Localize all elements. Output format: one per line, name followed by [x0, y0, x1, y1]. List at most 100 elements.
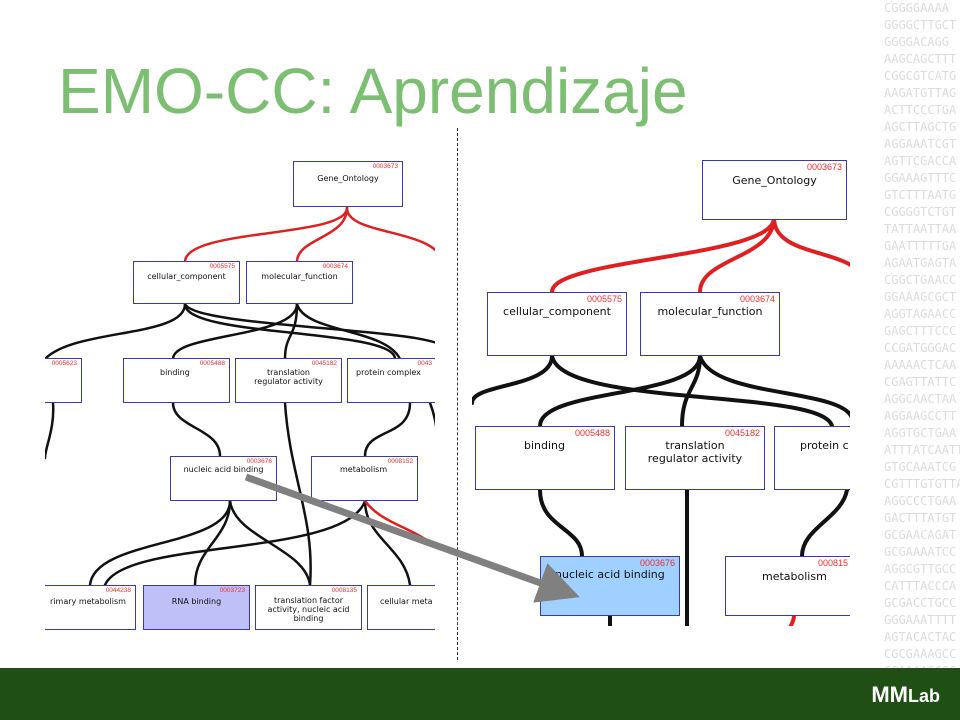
logo-mm: MM [871, 682, 908, 707]
panel-divider [457, 128, 458, 660]
node-id: 0003723 [219, 587, 245, 594]
node-id: 0005575 [586, 294, 622, 304]
dna-line: AGAATGAGTA [884, 256, 957, 270]
right-node-binding: 0005488 binding [475, 426, 615, 490]
dna-line: CGTTTGTGTTA [884, 477, 960, 491]
edge-protein-metabolism [363, 401, 412, 458]
node-id: 0045182 [311, 360, 337, 367]
slide-title: EMO-CC: Aprendizaje [58, 55, 688, 127]
node-label: molecular_function [657, 305, 763, 318]
right-graph-edges [472, 216, 850, 626]
node-label: metabolism [762, 570, 827, 583]
node-id: 0005488 [199, 360, 225, 367]
dna-line: AGTACACTAC [884, 630, 957, 644]
edge-metabolism-red-offscreen [363, 499, 435, 549]
node-label: molecular_function [261, 272, 338, 281]
edge-molecular-translation [680, 354, 702, 428]
node-label: translation regulator activity [647, 439, 743, 465]
node-id: 0003676 [639, 558, 675, 568]
left-node-molecular-function: 0003674 molecular_function [246, 261, 353, 304]
edge-molecular-translation [283, 302, 299, 361]
node-label: binding [524, 439, 566, 452]
left-node-translation-factor: 0008135 translation factor activity, nuc… [255, 585, 362, 630]
edge-binding-nucleic [538, 488, 584, 558]
edge-nucleic-primary [88, 499, 232, 587]
dna-line: AGGTGCTGAA [884, 426, 957, 440]
edge-cellular-offscreen [183, 302, 435, 344]
dna-line: TATTAATTAA [884, 222, 957, 236]
right-node-cellular-component: 0005575 cellular_component [487, 292, 627, 356]
dna-line: CGGGGAAAA [884, 1, 950, 15]
node-id: 0003674 [322, 263, 348, 270]
dna-line: GGGGACAGG [884, 35, 950, 49]
left-ontology-graph: 0003673 Gene_Ontology 0005575 cellular_c… [45, 158, 435, 630]
dna-line: GCGAAAATCC [884, 545, 957, 559]
dna-line: CCGATGGGAC [884, 341, 957, 355]
dna-line: AAGATGTTAG [884, 86, 957, 100]
node-label: nucleic acid binding [555, 568, 665, 581]
right-node-metabolism: 000815 metabolism [725, 556, 850, 616]
right-node-molecular-function: 0003674 molecular_function [640, 292, 780, 356]
node-id: 0005488 [574, 428, 610, 438]
dna-line: AGGCGTTGCC [884, 562, 957, 576]
dna-line: GACTTTATGT [884, 511, 957, 525]
node-id: 0003673 [372, 163, 398, 170]
dna-line: GCGAACAGAT [884, 528, 957, 542]
dna-line: AGGAAATCGT [884, 137, 957, 151]
edge-root-cellular [550, 216, 776, 294]
dna-line: AGGTAGAACC [884, 307, 957, 321]
node-label: protein c [800, 439, 849, 452]
dna-line: CATTTACCCA [884, 579, 957, 593]
dna-sequence-background: CGGGGAAAA GGGGCTTGCT GGGGACAGG AAGCAGCTTT CG… [880, 0, 960, 670]
node-id: 0003673 [806, 162, 842, 172]
edge-metabolism-cellular-meta [363, 499, 412, 587]
edge-cellular-protein [183, 302, 397, 361]
dna-line: GCGACCTGCC [884, 596, 957, 610]
edge-metabolism-primary [103, 499, 367, 587]
dna-line: ACTTCCCTGA [884, 103, 957, 117]
dna-line: CGGCTGAACC [884, 273, 957, 287]
edge-protein-down [428, 401, 435, 428]
dna-line: AAAAACTCAA [884, 358, 957, 372]
node-label: Gene_Ontology [317, 174, 379, 183]
node-label: protein complex [356, 368, 421, 377]
left-graph-edges [45, 206, 435, 630]
dna-line: GGAAAGCGCT [884, 290, 957, 304]
right-node-protein-complex: protein c [774, 426, 850, 490]
dna-line: AAGCAGCTTT [884, 52, 957, 66]
node-label: RNA binding [171, 597, 222, 606]
dna-line: GTCTTTAATG [884, 188, 957, 202]
node-id: 0043 [417, 360, 432, 367]
logo-lab: Lab [907, 686, 940, 706]
dna-line: GGAAAGTTTC [884, 171, 957, 185]
dna-line: CGCGAAAGCC [884, 647, 957, 661]
edge-root-offscreen [345, 206, 435, 252]
left-node-metabolism: 0008152 metabolism [311, 456, 418, 501]
node-id: 0008152 [387, 458, 413, 465]
dna-line: GGAAAAGCGC [880, 663, 960, 670]
edge-molecular-binding [538, 354, 702, 428]
dna-line: GTGCAAATCG [884, 460, 957, 474]
node-label: cellular_component [147, 272, 226, 281]
dna-line: ATTTATCAATT [884, 443, 960, 457]
dna-line: GAGCTTTCCC [884, 324, 957, 338]
node-id: 0003676 [246, 458, 272, 465]
edge-molecular-protein [698, 354, 850, 419]
dna-line: GGGGCTTGCT [884, 18, 957, 32]
node-label: cellular_component [503, 305, 611, 318]
edge-unnamed-down [45, 401, 55, 460]
dna-line: AGGAAGCCTT [884, 409, 957, 423]
edge-root-offscreen [772, 216, 850, 268]
dna-line: GAATTTTTGA [884, 239, 957, 253]
left-node-rna-binding: 0003723 RNA binding [143, 585, 250, 630]
node-label: binding [160, 368, 190, 377]
mmlab-logo: MMLab [871, 682, 940, 708]
dna-line: AGGCCCTGAA [884, 494, 957, 508]
dna-line: GGGAAATTTT [884, 613, 957, 627]
node-id: 0044238 [105, 587, 131, 594]
edge-nucleic-translation-factor [228, 499, 312, 587]
footer-bar [0, 668, 960, 720]
edge-binding-nucleic [171, 401, 222, 458]
left-node-cellular-meta: cellular meta [367, 585, 435, 630]
